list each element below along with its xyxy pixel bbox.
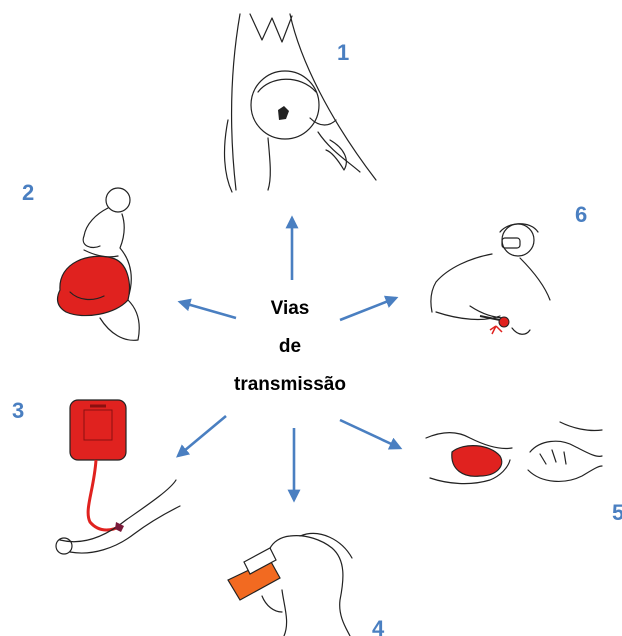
center-label-line-2: de bbox=[279, 336, 301, 357]
center-label-line-1: Vias bbox=[271, 298, 310, 319]
node-4-number: 4 bbox=[372, 616, 385, 636]
drinking-juice-icon bbox=[228, 533, 352, 636]
arrow-to-5 bbox=[340, 420, 400, 448]
center-label: Vias de transmissão bbox=[234, 298, 346, 395]
pregnant-woman-icon bbox=[58, 188, 140, 340]
arrow-to-2 bbox=[180, 302, 236, 318]
blood-transfusion-icon bbox=[56, 400, 180, 554]
hands-with-food-icon bbox=[426, 422, 602, 484]
node-5-number: 5 bbox=[612, 500, 622, 525]
arrow-to-6 bbox=[340, 298, 396, 320]
doctor-injection-icon bbox=[431, 224, 550, 335]
node-1-number: 1 bbox=[337, 40, 349, 65]
baby-in-sling-icon bbox=[225, 14, 376, 192]
arrow-to-3 bbox=[178, 416, 226, 456]
center-label-line-3: transmissão bbox=[234, 374, 346, 395]
arrows bbox=[178, 218, 400, 500]
node-6-number: 6 bbox=[575, 202, 587, 227]
node-2-number: 2 bbox=[22, 180, 34, 205]
node-3-number: 3 bbox=[12, 398, 24, 423]
